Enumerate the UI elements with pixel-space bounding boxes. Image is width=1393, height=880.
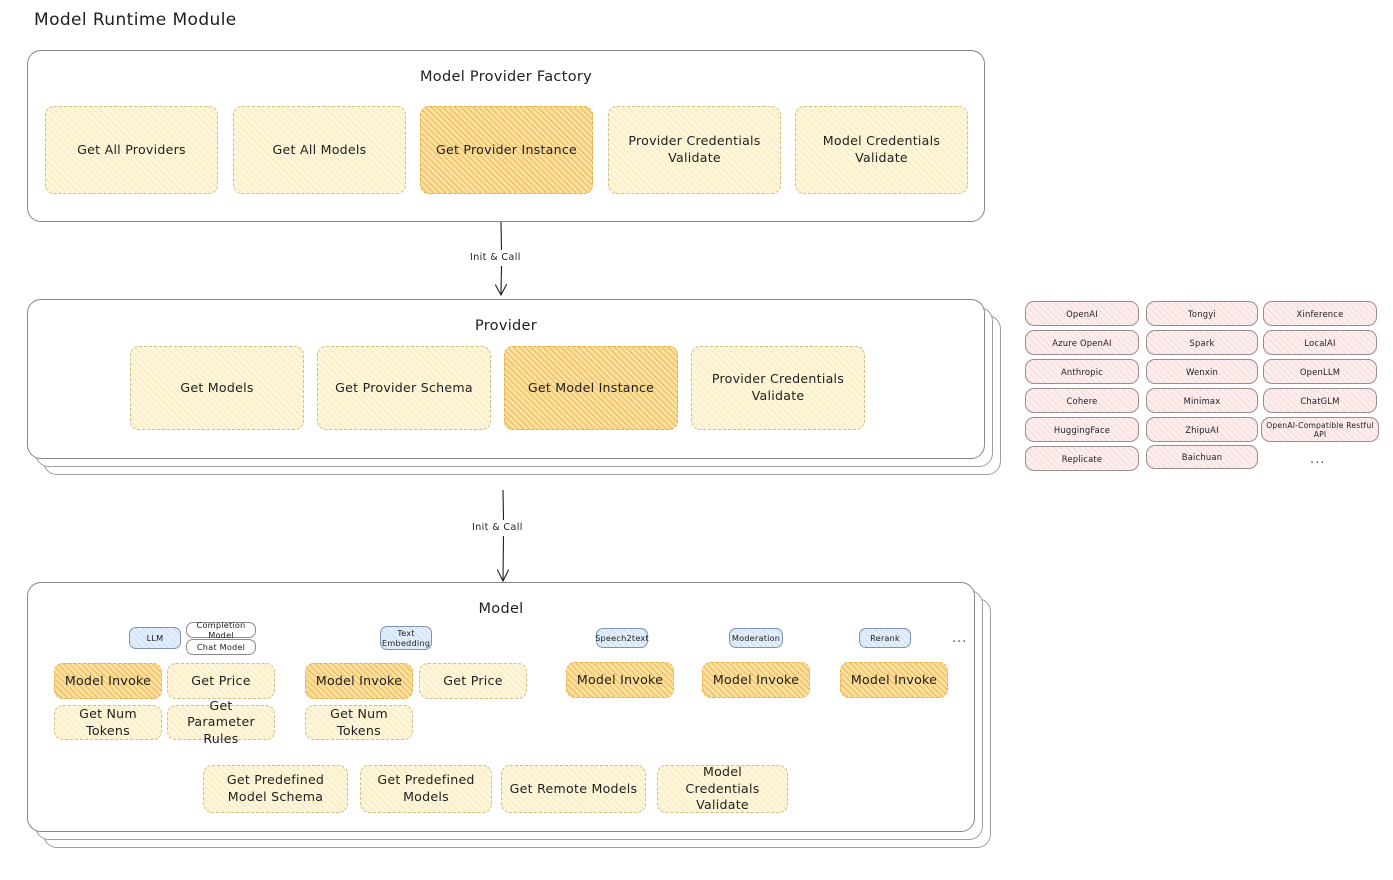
provider-pill-minimax[interactable]: Minimax: [1146, 388, 1258, 413]
provider-pill-replicate[interactable]: Replicate: [1025, 446, 1139, 471]
model-card: Model: [27, 582, 975, 832]
model-type-badge-speech2text[interactable]: Speech2text: [595, 628, 649, 648]
provider-node-get-model-instance[interactable]: Get Model Instance: [504, 346, 678, 430]
factory-title: Model Provider Factory: [419, 69, 593, 85]
factory-node-provider-credentials-validate[interactable]: Provider Credentials Validate: [608, 106, 781, 194]
model-type-badge-moderation[interactable]: Moderation: [729, 628, 783, 648]
provider-pill-spark[interactable]: Spark: [1146, 330, 1258, 355]
model-node-llm-get-price[interactable]: Get Price: [167, 663, 275, 699]
model-subtype-badge-completion-model[interactable]: Completion Model: [186, 620, 256, 640]
provider-pill-openai-compatible-restful-api[interactable]: OpenAI-Compatible Restful API: [1261, 417, 1379, 442]
arrow-label-init-call-2: Init & Call: [472, 522, 523, 533]
provider-pill-anthropic[interactable]: Anthropic: [1025, 359, 1139, 384]
provider-title: Provider: [474, 318, 538, 334]
provider-pill-tongyi[interactable]: Tongyi: [1146, 301, 1258, 326]
provider-pill-openllm[interactable]: OpenLLM: [1263, 359, 1377, 384]
provider-pill-baichuan[interactable]: Baichuan: [1146, 445, 1258, 469]
model-node-get-predefined-models[interactable]: Get Predefined Models: [360, 765, 492, 813]
arrow-label-init-call-1: Init & Call: [470, 252, 521, 263]
arrow-factory-to-provider: Init & Call: [470, 221, 580, 300]
provider-pill-wenxin[interactable]: Wenxin: [1146, 359, 1258, 384]
model-type-badge-text-embedding[interactable]: Text Embedding: [380, 626, 432, 650]
factory-node-get-all-models[interactable]: Get All Models: [233, 106, 406, 194]
arrow-provider-to-model: Init & Call: [470, 489, 580, 586]
provider-node-provider-credentials-validate[interactable]: Provider Credentials Validate: [691, 346, 865, 430]
model-title: Model: [478, 601, 524, 617]
factory-node-get-provider-instance[interactable]: Get Provider Instance: [420, 106, 593, 194]
model-type-badge-rerank[interactable]: Rerank: [859, 628, 911, 648]
provider-pill-chatglm[interactable]: ChatGLM: [1263, 388, 1377, 413]
model-node-llm-model-invoke[interactable]: Model Invoke: [54, 663, 162, 699]
model-node-model-credentials-validate[interactable]: Model Credentials Validate: [657, 764, 788, 813]
provider-node-get-models[interactable]: Get Models: [130, 346, 304, 430]
arrow-icon: [496, 489, 510, 583]
model-node-text-embedding-model-invoke[interactable]: Model Invoke: [305, 663, 413, 699]
model-types-more-ellipsis: ...: [952, 631, 968, 646]
model-node-llm-get-num-tokens[interactable]: Get Num Tokens: [54, 705, 162, 740]
model-node-get-remote-models[interactable]: Get Remote Models: [501, 765, 646, 813]
factory-node-get-all-providers[interactable]: Get All Providers: [45, 106, 218, 194]
provider-pill-localai[interactable]: LocalAI: [1263, 330, 1377, 355]
provider-pill-openai[interactable]: OpenAI: [1025, 301, 1139, 326]
model-node-get-predefined-model-schema[interactable]: Get Predefined Model Schema: [203, 765, 348, 813]
model-subtype-badge-chat-model[interactable]: Chat Model: [186, 639, 256, 655]
provider-pill-zhipuai[interactable]: ZhipuAI: [1146, 417, 1258, 442]
page-title: Model Runtime Module: [34, 10, 237, 30]
provider-pill-azure-openai[interactable]: Azure OpenAI: [1025, 330, 1139, 355]
provider-node-get-provider-schema[interactable]: Get Provider Schema: [317, 346, 491, 430]
model-node-rerank-model-invoke[interactable]: Model Invoke: [840, 662, 948, 698]
model-node-text-embedding-get-num-tokens[interactable]: Get Num Tokens: [305, 705, 413, 740]
provider-pill-xinference[interactable]: Xinference: [1263, 301, 1377, 326]
provider-pill-cohere[interactable]: Cohere: [1025, 388, 1139, 413]
model-node-text-embedding-get-price[interactable]: Get Price: [419, 663, 527, 699]
model-node-speech2text-model-invoke[interactable]: Model Invoke: [566, 662, 674, 698]
model-node-moderation-model-invoke[interactable]: Model Invoke: [702, 662, 810, 698]
arrow-icon: [494, 221, 508, 297]
provider-list-more-ellipsis: ...: [1310, 452, 1326, 467]
factory-node-model-credentials-validate[interactable]: Model Credentials Validate: [795, 106, 968, 194]
provider-pill-huggingface[interactable]: HuggingFace: [1025, 417, 1139, 442]
model-type-badge-llm[interactable]: LLM: [129, 627, 181, 649]
model-node-llm-get-parameter-rules[interactable]: Get Parameter Rules: [167, 698, 275, 746]
